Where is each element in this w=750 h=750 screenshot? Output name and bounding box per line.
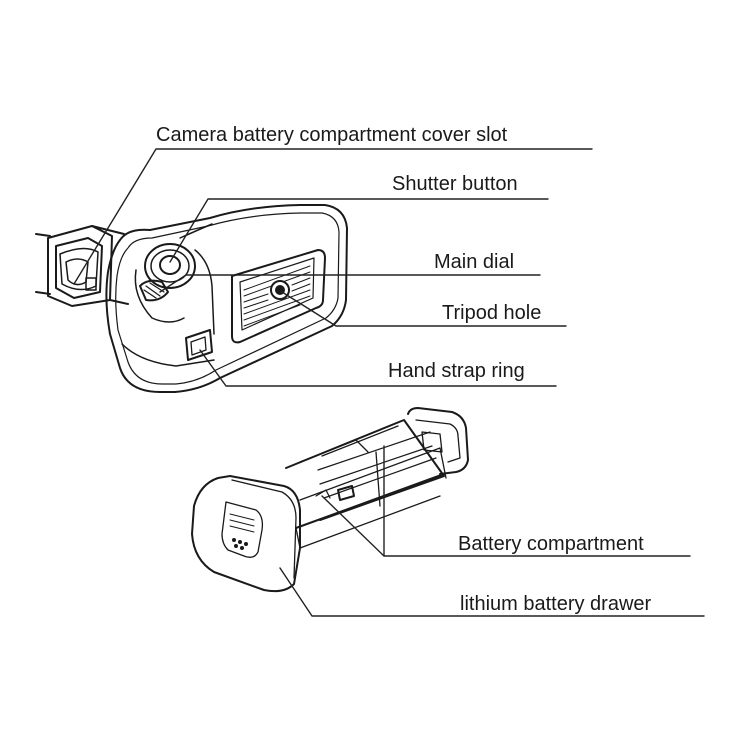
leader-main-dial: [159, 274, 541, 293]
hand-strap-ring-illustration: [185, 329, 213, 361]
compartment-cover-flap: [35, 225, 129, 307]
label-battery-drawer: lithium battery drawer: [460, 593, 652, 615]
main-dial-illustration: [134, 269, 185, 323]
tripod-plate-ribs: [243, 265, 311, 327]
leader-tripod-hole: [281, 291, 567, 327]
leader-battery-drawer: [279, 567, 705, 617]
label-battery-compartment: Battery compartment: [458, 533, 644, 555]
tripod-plate: [231, 249, 326, 344]
label-main-dial: Main dial: [434, 251, 515, 273]
label-hand-strap-ring: Hand strap ring: [388, 360, 525, 382]
leader-hand-strap-ring: [199, 349, 557, 387]
shutter-button-assembly: [144, 243, 196, 289]
leader-shutter-button: [169, 198, 549, 263]
drawer-release-markings: [229, 513, 255, 550]
label-tripod-hole: Tripod hole: [442, 302, 542, 324]
battery-grip-illustration: [35, 204, 348, 393]
label-cover-slot: Camera battery compartment cover slot: [156, 124, 508, 146]
battery-drawer-illustration: [191, 407, 469, 593]
leader-lines: [73, 148, 705, 617]
label-shutter-button: Shutter button: [392, 173, 518, 195]
grip-body: [105, 204, 348, 393]
leader-cover-slot: [73, 148, 593, 285]
